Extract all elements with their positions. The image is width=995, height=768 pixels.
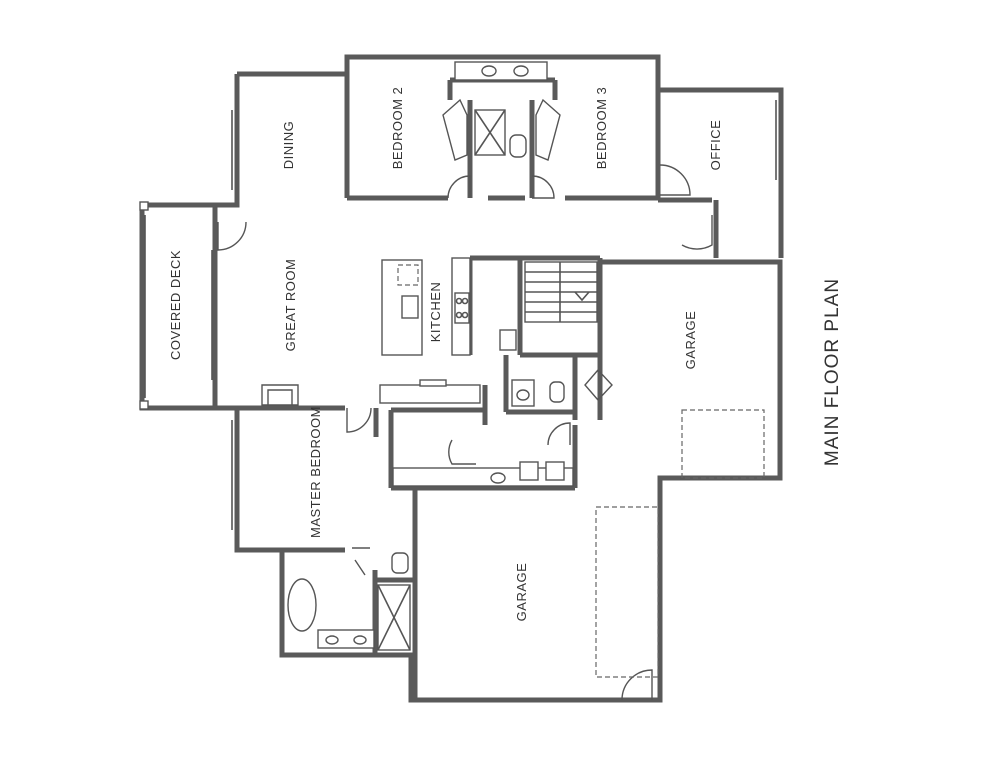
fireplace (261, 384, 299, 406)
master-toilet (391, 552, 409, 574)
closet-door (352, 547, 370, 576)
garage-side-door (621, 669, 653, 701)
deck-door (217, 221, 247, 251)
range (454, 292, 470, 324)
garage-upper-label: GARAGE (683, 311, 698, 370)
great-room-label: GREAT ROOM (283, 259, 298, 352)
bedroom3-door (531, 175, 555, 199)
bedroom-3-label: BEDROOM 3 (594, 87, 609, 170)
garage-parking-outline (681, 409, 765, 479)
garage-entry-door (584, 369, 613, 401)
garage-parking-outline (595, 506, 659, 678)
powder-toilet (549, 381, 565, 403)
doors (217, 164, 713, 701)
mudroom-door (547, 422, 571, 446)
room-labels: COVERED DECK DINING GREAT ROOM KITCHEN B… (168, 87, 723, 622)
deck-post (139, 400, 149, 410)
bath-vanity (454, 61, 548, 81)
kitchen-sink (401, 295, 419, 319)
plan-title: MAIN FLOOR PLAN (822, 278, 843, 466)
master-door (346, 407, 372, 433)
sink (513, 65, 529, 77)
windows (144, 100, 777, 530)
master-bedroom-label: MASTER BEDROOM (308, 406, 323, 538)
garage-lower-label: GARAGE (514, 563, 529, 622)
laundry-door (448, 439, 476, 465)
bathtub (287, 578, 317, 632)
fixtures (261, 61, 765, 678)
office-door (659, 164, 691, 196)
office-label: OFFICE (708, 120, 723, 171)
toilet (509, 134, 527, 158)
bedroom-2-label: BEDROOM 2 (390, 87, 405, 170)
dining-label: DINING (281, 121, 296, 170)
sink (481, 65, 497, 77)
kitchen-label: KITCHEN (428, 282, 443, 343)
deck-post (139, 201, 149, 211)
bedroom2-door (447, 175, 471, 199)
laundry-counter (379, 384, 481, 404)
exterior-walls (139, 54, 784, 703)
covered-deck-label: COVERED DECK (168, 250, 183, 360)
hall-door (681, 215, 713, 250)
staircase (524, 261, 598, 323)
